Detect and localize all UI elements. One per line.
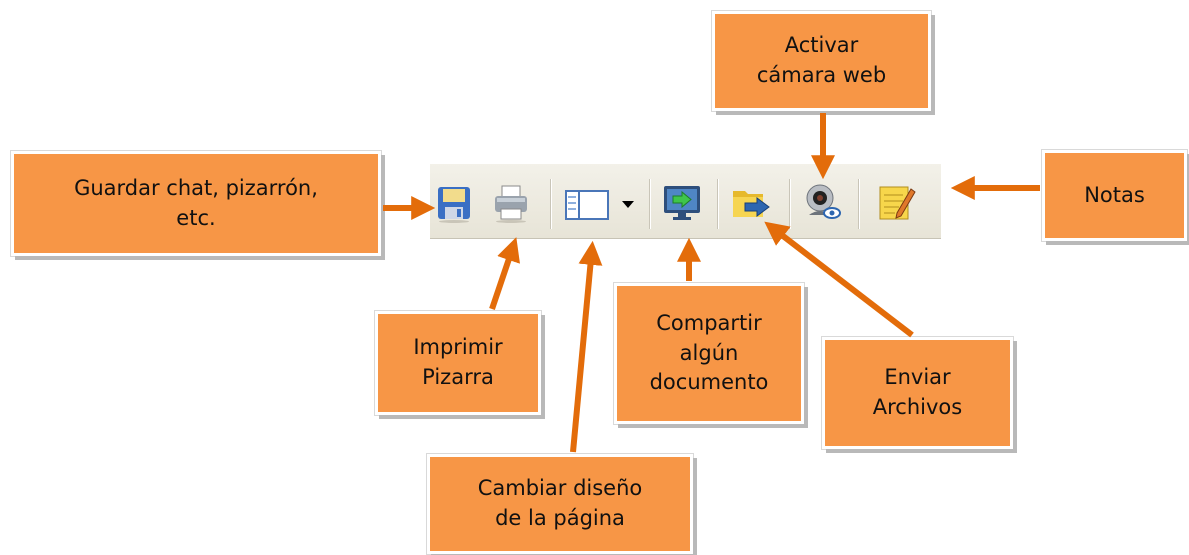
- save-icon[interactable]: [436, 183, 472, 223]
- send-files-icon[interactable]: [731, 183, 771, 223]
- callout-notes: Notas: [1042, 150, 1187, 241]
- callout-share-text: Compartir algún documento: [649, 310, 769, 395]
- print-icon[interactable]: [493, 183, 529, 223]
- webcam-icon[interactable]: [804, 183, 842, 223]
- arrow-layout: [570, 240, 603, 453]
- screen-share-icon[interactable]: [662, 183, 702, 223]
- toolbar-separator: [550, 179, 552, 229]
- callout-files-text: Enviar Archivos: [872, 365, 963, 419]
- toolbar: [430, 163, 941, 239]
- callout-files: Enviar Archivos: [822, 337, 1013, 449]
- callout-notes-text: Notas: [1084, 182, 1145, 207]
- callout-webcam-text: Activar cámara web: [756, 33, 887, 87]
- callout-save: Guardar chat, pizarrón, etc.: [11, 151, 381, 256]
- toolbar-separator: [717, 179, 719, 229]
- layout-icon[interactable]: [565, 183, 609, 223]
- toolbar-separator: [789, 179, 791, 229]
- callout-save-text: Guardar chat, pizarrón, etc.: [74, 175, 318, 230]
- callout-webcam: Activar cámara web: [712, 11, 931, 111]
- callout-print-text: Imprimir Pizarra: [413, 335, 503, 389]
- dropdown-arrow-icon[interactable]: [620, 183, 636, 223]
- arrow-print: [489, 237, 520, 310]
- callout-layout-text: Cambiar diseño de la página: [477, 476, 643, 530]
- callout-print: Imprimir Pizarra: [375, 311, 541, 415]
- callout-layout: Cambiar diseño de la página: [427, 454, 693, 554]
- toolbar-separator: [649, 179, 651, 229]
- notes-icon[interactable]: [877, 183, 917, 223]
- toolbar-separator: [858, 179, 860, 229]
- callout-share: Compartir algún documento: [614, 283, 804, 424]
- arrow-files: [764, 221, 914, 338]
